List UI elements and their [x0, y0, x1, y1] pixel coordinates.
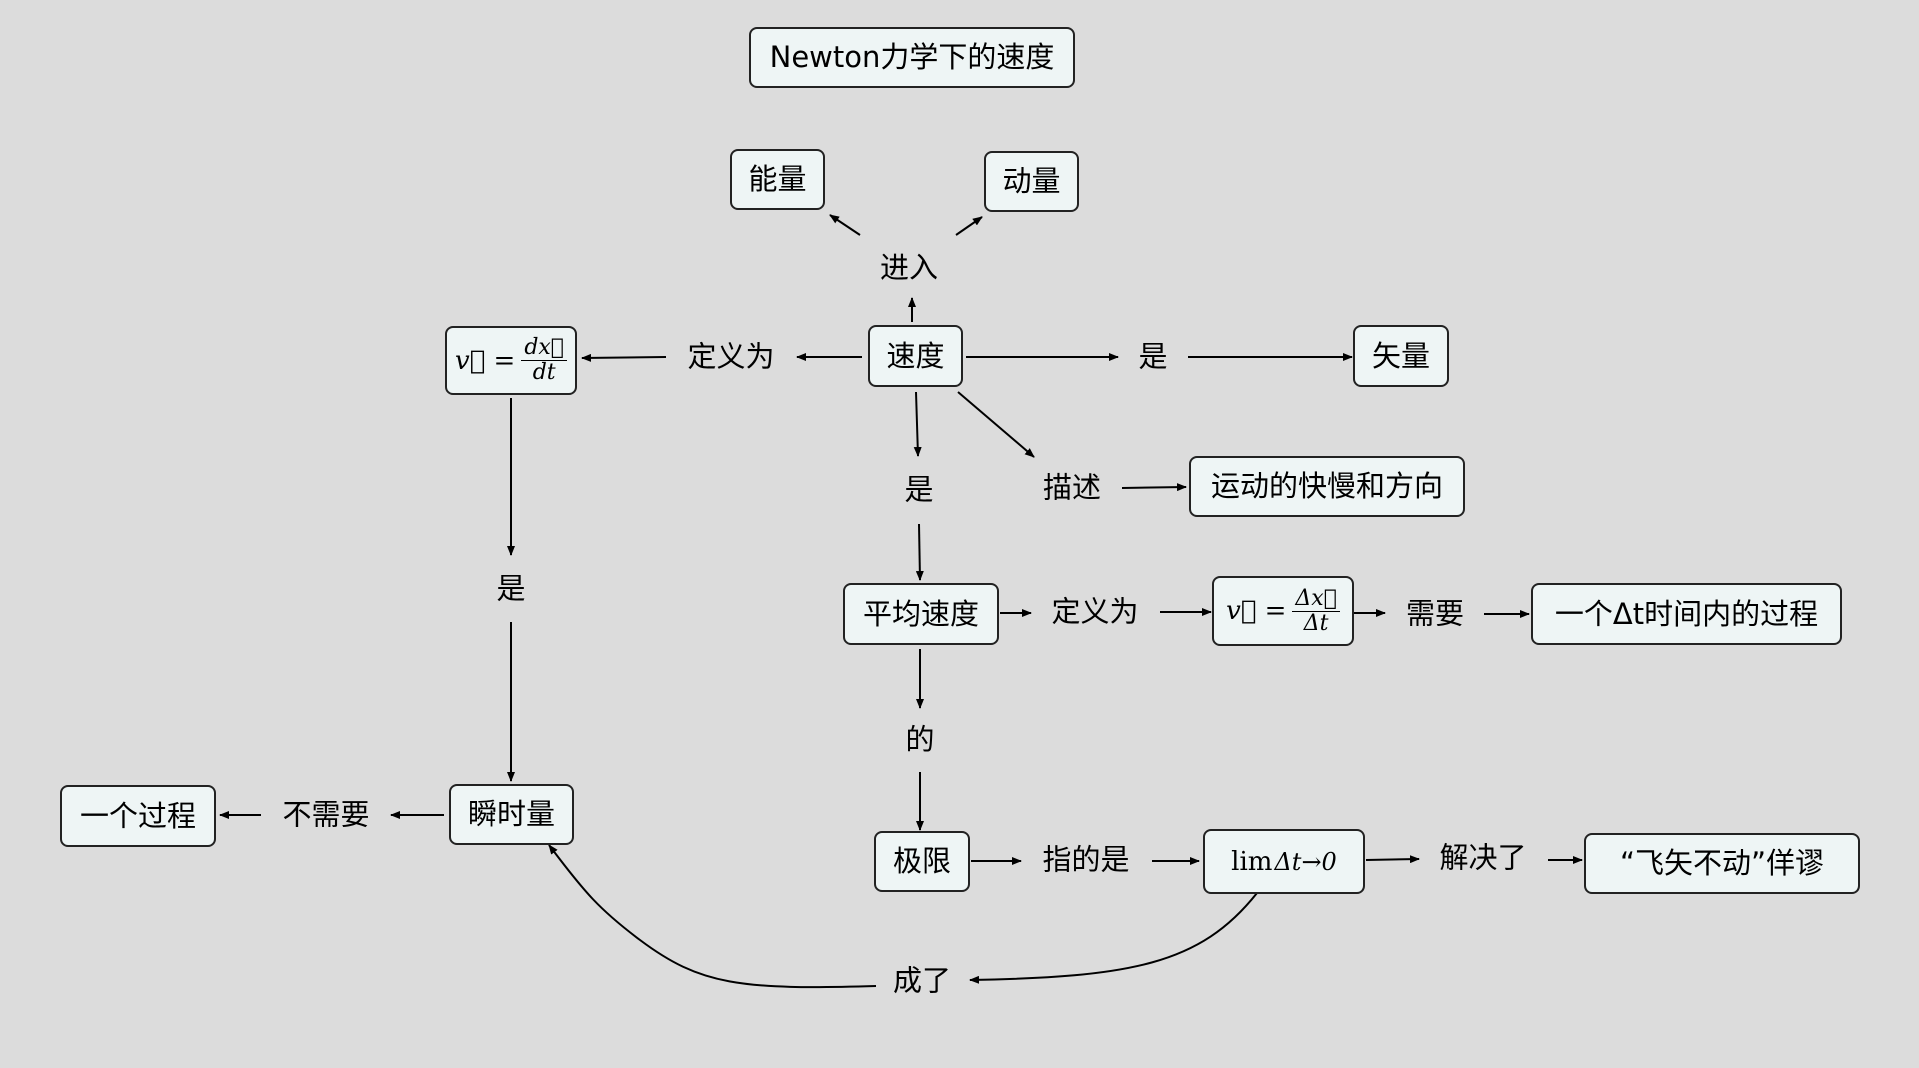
velocity-def-fraction: dx⃗ dt [521, 337, 568, 385]
edge-became-to-instant [548, 844, 877, 989]
delta-t-process-node[interactable]: 一个Δt时间内的过程 [1531, 583, 1842, 645]
edge-enter-to-momentum [955, 216, 983, 236]
label-is-left: 是 [496, 571, 526, 606]
label-not-needed: 不需要 [282, 797, 370, 832]
label-is-right: 是 [1138, 339, 1168, 374]
a-process-node[interactable]: 一个过程 [60, 785, 216, 847]
velocity-definition-node[interactable]: v⃗ = dx⃗ dt [445, 326, 577, 395]
paradox-node[interactable]: “飞矢不动”佯谬 [1584, 833, 1860, 894]
avg-def-fraction: Δx⃗ Δt [1292, 587, 1340, 636]
edge-isdown-to-average [915, 523, 924, 581]
edge-definedas-to-vdef [581, 353, 667, 362]
label-refers-to: 指的是 [1042, 842, 1130, 877]
vector-node[interactable]: 矢量 [1353, 325, 1449, 387]
instantaneous-node[interactable]: 瞬时量 [449, 784, 574, 845]
edge-velocity-to-describes [957, 391, 1035, 458]
label-solved: 解决了 [1439, 840, 1527, 875]
label-became: 成了 [892, 963, 952, 998]
limit-expression-subscript: Δt→0 [1274, 847, 1337, 876]
label-is-down: 是 [904, 472, 934, 507]
title-node[interactable]: Newton力学下的速度 [749, 27, 1075, 88]
energy-node[interactable]: 能量 [730, 149, 825, 210]
edge-velocity-to-isdown [913, 391, 922, 457]
label-of: 的 [905, 722, 935, 757]
label-needs: 需要 [1405, 596, 1465, 631]
velocity-def-numerator: dx⃗ [521, 337, 568, 361]
limit-expression-lim: lim [1231, 846, 1273, 877]
edge-limexpr-to-solved [1365, 855, 1420, 864]
edge-enter-to-energy [829, 214, 861, 236]
avg-def-denominator: Δt [1303, 610, 1329, 636]
label-defined-as-left: 定义为 [687, 339, 775, 374]
label-describes: 描述 [1042, 470, 1102, 505]
average-definition-node[interactable]: v⃗ = Δx⃗ Δt [1212, 576, 1354, 646]
label-defined-as-avg: 定义为 [1051, 594, 1139, 629]
momentum-node[interactable]: 动量 [984, 151, 1079, 212]
edge-describes-to-motion [1121, 483, 1187, 492]
velocity-node[interactable]: 速度 [868, 325, 963, 387]
limit-node[interactable]: 极限 [874, 831, 970, 892]
velocity-def-lhs: v⃗ = [454, 345, 516, 376]
limit-expression-node[interactable]: lim Δt→0 [1203, 829, 1365, 894]
average-velocity-node[interactable]: 平均速度 [843, 583, 999, 645]
edge-limexpr-to-became [969, 892, 1258, 984]
avg-def-numerator: Δx⃗ [1292, 587, 1340, 612]
motion-description-node[interactable]: 运动的快慢和方向 [1189, 456, 1465, 517]
velocity-def-denominator: dt [532, 360, 556, 385]
avg-def-lhs: v⃗ = [1226, 596, 1287, 626]
label-enter: 进入 [879, 250, 939, 285]
